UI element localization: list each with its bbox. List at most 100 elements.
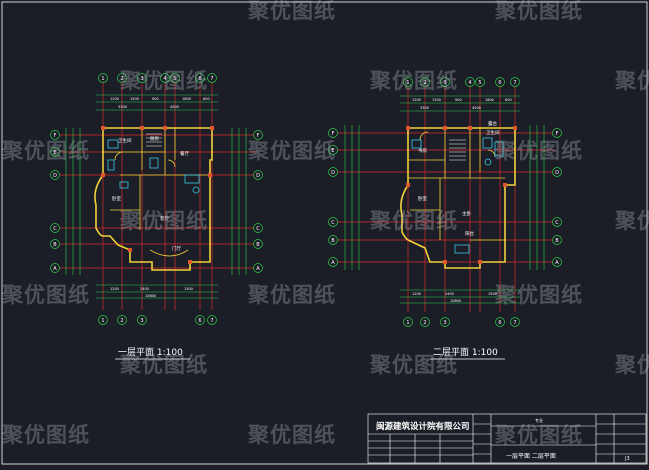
svg-text:3: 3 [140,318,143,324]
plan1-walls [94,127,213,271]
svg-text:2: 2 [423,320,426,326]
svg-text:E: E [53,150,56,156]
svg-text:1: 1 [406,320,409,326]
svg-text:阳台: 阳台 [465,230,474,237]
svg-text:1200: 1200 [110,97,119,101]
plan2-dimension-lines [344,95,545,304]
svg-text:A: A [256,266,260,272]
title-block-header: 专业 [535,417,543,423]
svg-text:1: 1 [101,318,104,324]
plan2-axis-bubbles [328,77,562,327]
svg-text:聚优图纸: 聚优图纸 [1,423,90,447]
svg-text:900: 900 [152,97,159,101]
svg-text:聚优图纸: 聚优图纸 [369,353,458,377]
svg-text:3: 3 [443,80,446,86]
svg-text:聚优图纸: 聚优图纸 [369,209,458,233]
svg-text:3300: 3300 [420,106,429,110]
svg-text:F: F [54,133,57,139]
svg-text:1200: 1200 [412,98,421,102]
plan1-title: 一层平面 1:100 [118,347,183,358]
sheet-number: J3 [624,456,630,462]
svg-text:5: 5 [478,80,481,86]
svg-text:1: 1 [101,76,104,82]
plan1-fixtures [107,139,200,194]
plan2-fixtures [411,137,504,254]
svg-text:聚优图纸: 聚优图纸 [494,283,583,307]
svg-text:餐厅: 餐厅 [180,150,189,157]
svg-text:露台: 露台 [488,120,497,127]
svg-text:2: 2 [423,80,426,86]
svg-text:厨房: 厨房 [150,135,159,142]
plan1-axis-lines [58,82,258,310]
svg-text:3300: 3300 [118,105,127,109]
svg-text:10800: 10800 [450,299,461,303]
svg-text:聚优图纸: 聚优图纸 [369,69,458,93]
svg-text:F: F [332,131,335,137]
watermark-layer: 聚优图纸 聚优图纸 聚优图纸 聚优图纸 聚优图纸 聚优图纸 聚优图纸 聚优图纸 … [1,0,649,447]
svg-text:600: 600 [505,98,512,102]
svg-text:聚优图纸: 聚优图纸 [119,353,208,377]
svg-text:6: 6 [198,318,201,324]
plan1-axis-bubbles [50,73,263,325]
svg-text:主卧: 主卧 [462,210,471,217]
plan1-room-labels: 客厅 餐厅 厨房 卫生间 卧室 门厅 [112,135,189,252]
svg-text:聚优图纸: 聚优图纸 [1,139,90,163]
svg-text:1500: 1500 [432,98,441,102]
plan1-stairs [146,133,162,147]
svg-text:E: E [331,148,334,154]
svg-text:1500: 1500 [130,97,139,101]
svg-text:B: B [53,242,57,248]
svg-text:D: D [331,170,335,176]
svg-text:6: 6 [498,320,501,326]
svg-text:2: 2 [120,318,123,324]
svg-text:4: 4 [163,76,166,82]
svg-text:10800: 10800 [145,294,156,298]
svg-text:2: 2 [120,76,123,82]
svg-text:卧室: 卧室 [418,195,427,202]
svg-text:D: D [53,173,57,179]
svg-text:聚优图纸: 聚优图纸 [1,283,90,307]
svg-text:4: 4 [468,80,471,86]
plan2-stairs [449,139,466,161]
svg-text:聚优图纸: 聚优图纸 [494,0,583,23]
svg-text:聚优图纸: 聚优图纸 [247,283,336,307]
svg-text:D: D [256,173,260,179]
svg-text:客厅: 客厅 [160,215,169,222]
svg-text:7: 7 [210,76,213,82]
svg-text:聚优图纸: 聚优图纸 [247,0,336,23]
svg-text:B: B [331,238,335,244]
svg-text:4500: 4500 [170,105,179,109]
svg-text:1200: 1200 [412,292,421,296]
svg-text:600: 600 [203,97,210,101]
svg-text:F: F [257,133,260,139]
plan2-room-labels: 卧室 主卧 卫生间 书房 阳台 露台 [418,120,500,237]
svg-text:1800: 1800 [182,97,191,101]
svg-text:B: B [555,238,559,244]
svg-text:3: 3 [140,76,143,82]
plan1-dimension-lines [65,94,247,299]
svg-text:3: 3 [443,320,446,326]
svg-text:B: B [256,242,260,248]
plan2-inner-walls [408,128,505,241]
svg-text:卫生间: 卫生间 [486,129,500,136]
plan2-columns [406,126,517,264]
svg-text:900: 900 [455,98,462,102]
svg-text:C: C [555,220,559,226]
plan2-title: 二层平面 1:100 [433,347,498,358]
svg-text:聚优图纸: 聚优图纸 [247,139,336,163]
svg-text:门厅: 门厅 [172,245,181,252]
svg-text:2400: 2400 [445,292,454,296]
svg-text:2400: 2400 [140,287,149,291]
plan1-columns [101,126,214,264]
svg-text:5: 5 [173,76,176,82]
svg-text:C: C [331,220,335,226]
svg-text:聚优图纸: 聚优图纸 [614,209,649,233]
drawing-name: 一层平面 二层平面 [506,453,556,460]
svg-text:聚优图纸: 聚优图纸 [119,69,208,93]
